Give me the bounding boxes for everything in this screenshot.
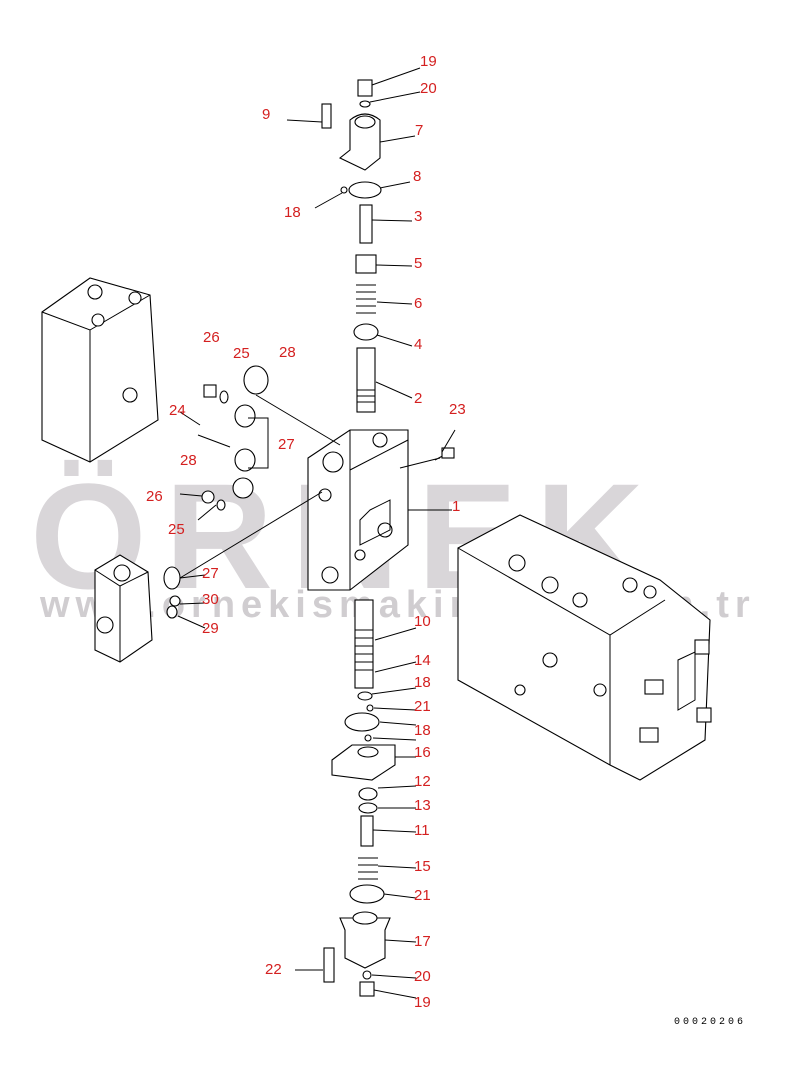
callout-15: 15 [414,858,431,875]
callout-21: 21 [414,887,431,904]
callout-26: 26 [203,329,220,346]
callout-12: 12 [414,773,431,790]
callout-7: 7 [415,122,423,139]
callout-8: 8 [413,168,421,185]
callout-9: 9 [262,106,270,123]
callout-18: 18 [284,204,301,221]
drawing-code: 00020206 [674,1017,746,1028]
callout-13: 13 [414,797,431,814]
callout-4: 4 [414,336,422,353]
callout-1: 1 [452,498,460,515]
callout-20: 20 [414,968,431,985]
callout-27: 27 [202,565,219,582]
callout-25: 25 [168,521,185,538]
leader-lines [177,67,456,999]
callout-14: 14 [414,652,431,669]
part-valve-cap-left [94,554,153,663]
callout-29: 29 [202,620,219,637]
callout-28: 28 [279,344,296,361]
callout-25: 25 [233,345,250,362]
callout-27: 27 [278,436,295,453]
callout-28: 28 [180,452,197,469]
callout-18: 18 [414,722,431,739]
part-valve-assembly-left-top [41,277,159,463]
part-valve-section [307,429,455,591]
callout-26: 26 [146,488,163,505]
callout-23: 23 [449,401,466,418]
callout-18: 18 [414,674,431,691]
part-solenoid-top [321,79,382,413]
callout-17: 17 [414,933,431,950]
part-seals-left [163,365,341,619]
callout-10: 10 [414,613,431,630]
callout-19: 19 [420,53,437,70]
callout-21: 21 [414,698,431,715]
callout-2: 2 [414,390,422,407]
callout-20: 20 [420,80,437,97]
callout-24: 24 [169,402,186,419]
part-spool-lower [323,599,396,997]
callout-22: 22 [265,961,282,978]
callout-19: 19 [414,994,431,1011]
callout-6: 6 [414,295,422,312]
callout-3: 3 [414,208,422,225]
callout-16: 16 [414,744,431,761]
callout-30: 30 [202,591,219,608]
callout-labels: 19 20 9 7 8 18 3 5 6 4 26 25 28 2 24 23 … [146,53,466,1011]
callout-11: 11 [414,822,430,839]
part-control-valve-full [457,514,712,781]
callout-5: 5 [414,255,422,272]
